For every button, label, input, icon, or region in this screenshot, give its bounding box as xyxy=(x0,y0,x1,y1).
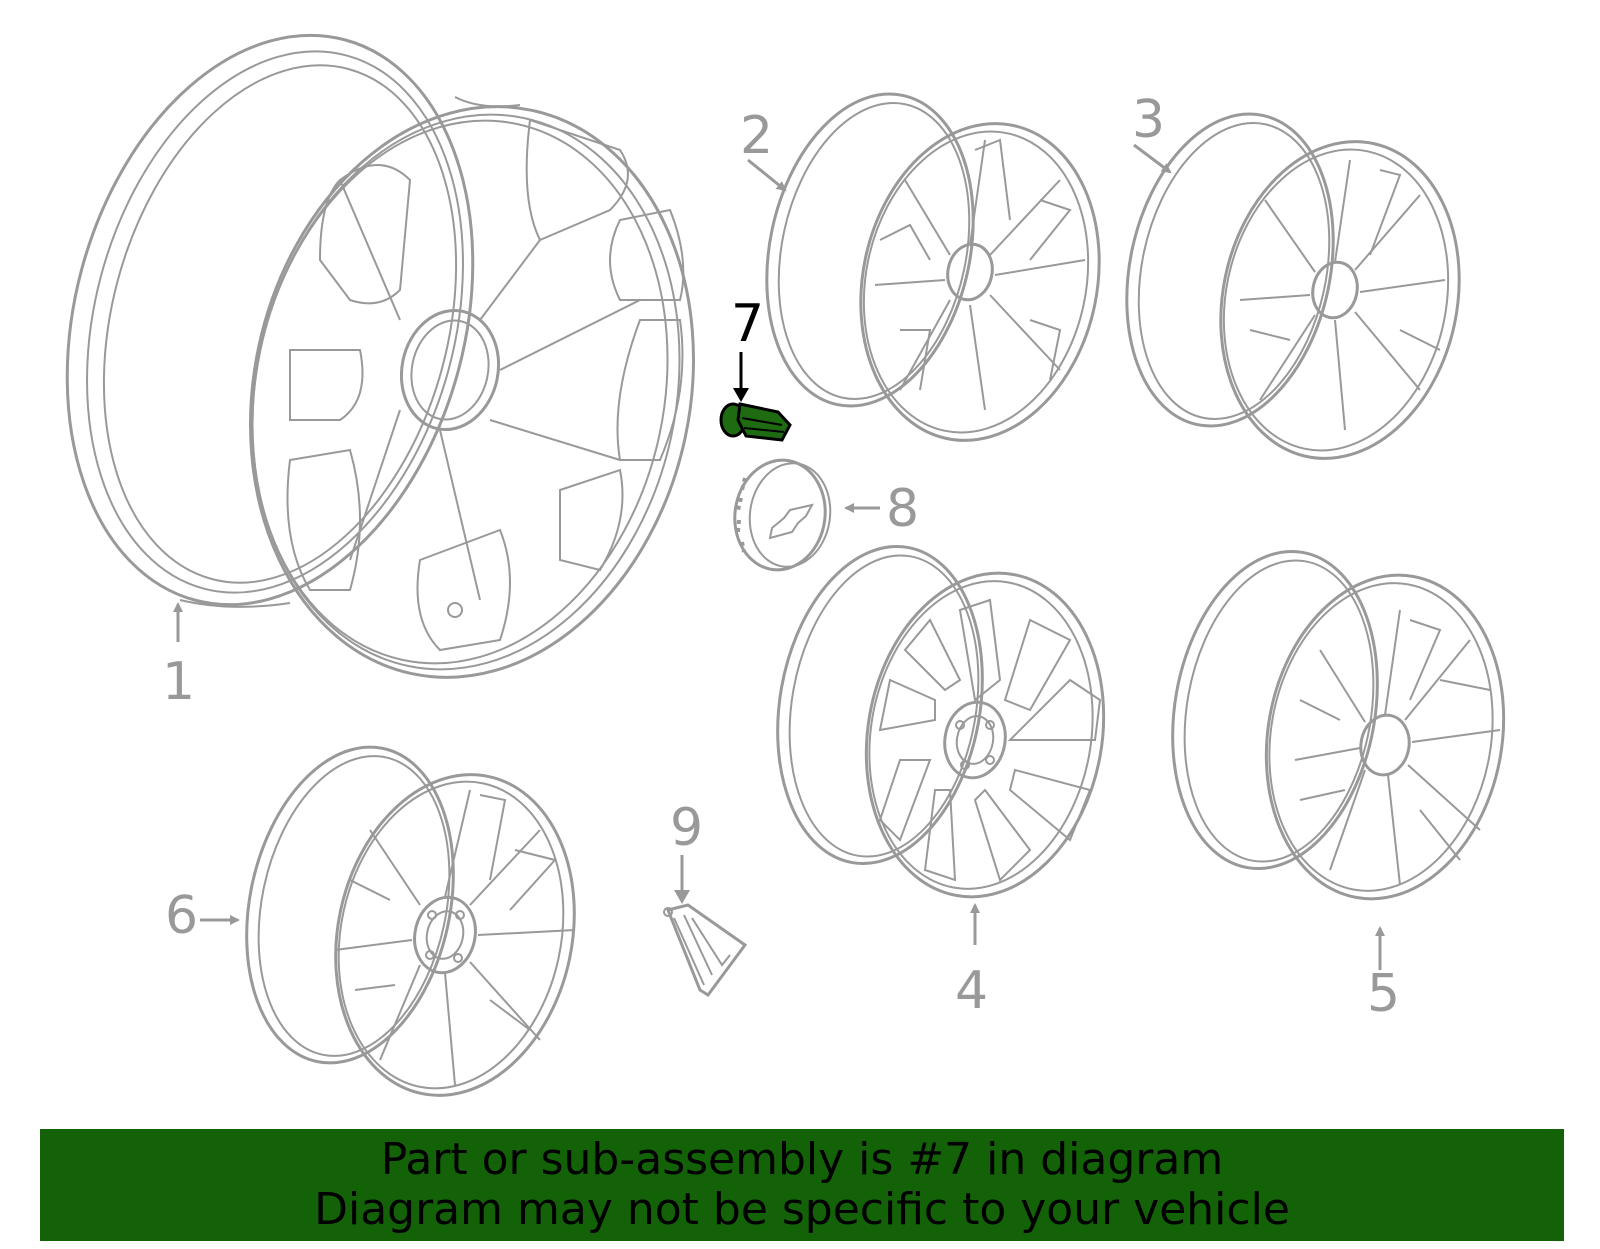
bowtie-emblem-icon xyxy=(768,503,814,540)
callout-arrow-2 xyxy=(747,158,787,192)
callout-label-2: 2 xyxy=(740,106,774,166)
wheel-2-drawing[interactable] xyxy=(739,75,1127,463)
info-banner: Part or sub-assembly is #7 in diagram Di… xyxy=(40,1129,1564,1241)
banner-part-note: Part or sub-assembly is #7 in diagram xyxy=(380,1134,1224,1185)
callout-label-1: 1 xyxy=(162,652,196,712)
wheel-4-drawing[interactable] xyxy=(754,530,1129,916)
wheel-3-drawing[interactable] xyxy=(1099,95,1487,481)
wheel-1-drawing[interactable] xyxy=(7,0,746,719)
lug-nut-7-drawing[interactable] xyxy=(719,352,792,442)
center-cap-8-drawing[interactable] xyxy=(728,454,880,575)
callout-label-8: 8 xyxy=(886,479,920,539)
callout-label-5: 5 xyxy=(1367,964,1401,1024)
valve-sensor-9-drawing[interactable] xyxy=(663,855,748,998)
banner-disclaimer: Diagram may not be specific to your vehi… xyxy=(314,1184,1290,1235)
callout-label-3: 3 xyxy=(1132,90,1166,150)
wheel-6-drawing[interactable] xyxy=(219,728,603,1118)
callout-label-9: 9 xyxy=(670,798,704,858)
callout-label-6: 6 xyxy=(165,886,199,946)
callout-label-4: 4 xyxy=(955,961,989,1021)
callout-arrow-3 xyxy=(1133,143,1172,174)
callout-label-7: 7 xyxy=(731,294,765,354)
wheel-5-drawing[interactable] xyxy=(1149,535,1529,918)
